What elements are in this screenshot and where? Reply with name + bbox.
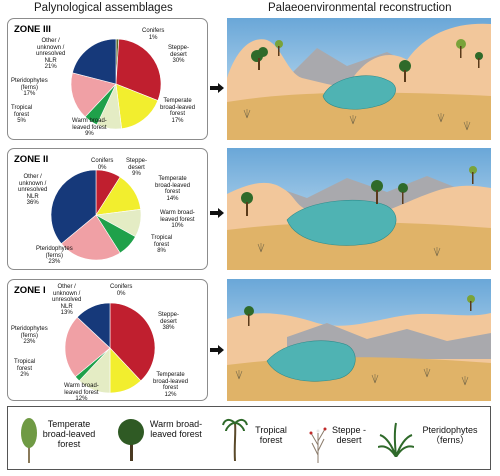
ground (227, 92, 491, 140)
pie-chart (70, 38, 162, 130)
warm-tree-icon (118, 419, 144, 461)
label-conifers: Conifers 1% (142, 28, 165, 41)
fern-icon (378, 422, 414, 457)
header-palynological: Palynological assemblages (34, 2, 173, 14)
label-warm: Warm broad- leaved forest 9% (72, 118, 107, 138)
pie-chart (50, 169, 142, 261)
legend-label: Warm broad-leaved forest (149, 419, 203, 439)
label-steppe: Steppe- desert 38% (158, 312, 180, 332)
label-other: Other / unknown / unresolved NLR 13% (52, 284, 82, 317)
arrow-right-icon (210, 208, 224, 218)
lake (322, 75, 396, 110)
pie-slices (50, 169, 142, 261)
pie-slice-pteridophytes (64, 316, 111, 378)
zone-title: ZONE I (14, 285, 46, 296)
trees (241, 166, 477, 216)
trees (244, 295, 475, 326)
label-warm: Warm broad- leaved forest 10% (160, 210, 195, 230)
label-temperate: Temperate broad-leaved forest 12% (153, 372, 189, 398)
pie-slice-other (50, 169, 97, 245)
pie-slice-steppe (115, 38, 162, 101)
trees (251, 39, 483, 82)
zone-title: ZONE II (14, 154, 49, 165)
label-tropical: Tropical forest 8% (151, 235, 173, 255)
label-tropical: Tropical forest 5% (11, 105, 33, 125)
legend-label: Pteridophytes （ferns） (422, 425, 478, 445)
label-steppe: Steppe- desert 30% (168, 45, 190, 65)
label-other: Other / unknown / unresolved NLR 36% (18, 174, 48, 207)
pie-slice-temperate (115, 83, 159, 129)
zone-panel: ZONE III Conifers 1% Steppe- desert 30% … (7, 18, 208, 140)
legend-label: Steppe -desert (331, 425, 367, 445)
zone-panel: ZONE II Conifers 0% Steppe- desert 9% Te… (7, 148, 208, 270)
label-other: Other / unknown / unresolved NLR 21% (36, 38, 66, 71)
label-pteridophytes: Pteridophytes (ferns) 23% (11, 326, 48, 346)
legend-label: Temperate broad-leaved forest (42, 419, 96, 449)
reconstruction-scene-zone-iii (227, 18, 491, 140)
pie-slice-other (72, 38, 117, 85)
pie-slices (64, 302, 156, 394)
label-tropical: Tropical forest 2% (14, 359, 36, 379)
label-pteridophytes: Pteridophytes (ferns) 17% (11, 78, 48, 98)
pie-slice-steppe (109, 302, 156, 382)
shrubs (235, 368, 469, 386)
temperate-tree-icon (21, 418, 37, 463)
shrubs (243, 109, 471, 131)
label-steppe: Steppe- desert 9% (126, 158, 148, 178)
legend-label: Tropical forest (255, 425, 287, 445)
label-conifers: Conifers 0% (110, 284, 133, 297)
label-pteridophytes: Pteridophytes (ferns) 23% (36, 246, 73, 266)
steppe-shrub-icon (309, 427, 327, 463)
label-temperate: Temperate broad-leaved forest 17% (160, 98, 196, 124)
lake (286, 199, 397, 246)
ground (227, 222, 491, 270)
palm-icon (222, 418, 248, 461)
pie-chart (64, 302, 156, 394)
reconstruction-scene-zone-i (227, 279, 491, 401)
arrow-right-icon (210, 345, 224, 355)
pie-slice-other (76, 302, 111, 349)
zone-title: ZONE III (14, 24, 51, 35)
pie-slices (70, 38, 162, 130)
label-warm: Warm broad- leaved forest 12% (64, 383, 99, 403)
reconstruction-scene-zone-ii (227, 148, 491, 270)
label-temperate: Temperate broad-leaved forest 14% (155, 176, 191, 202)
shrubs (257, 243, 441, 257)
ground (227, 357, 491, 401)
lake (266, 340, 356, 382)
pie-slice-pteridophytes (70, 72, 117, 118)
pie-slice-pteridophytes (60, 214, 121, 261)
arrow-right-icon (210, 83, 224, 93)
zone-panel: ZONE I Conifers 0% Steppe- desert 38% Te… (7, 279, 208, 403)
legend: Temperate broad-leaved forest Warm broad… (7, 406, 491, 470)
header-palaeoenvironmental: Palaeoenvironmental reconstruction (268, 2, 452, 14)
label-conifers: Conifers 0% (91, 158, 114, 171)
